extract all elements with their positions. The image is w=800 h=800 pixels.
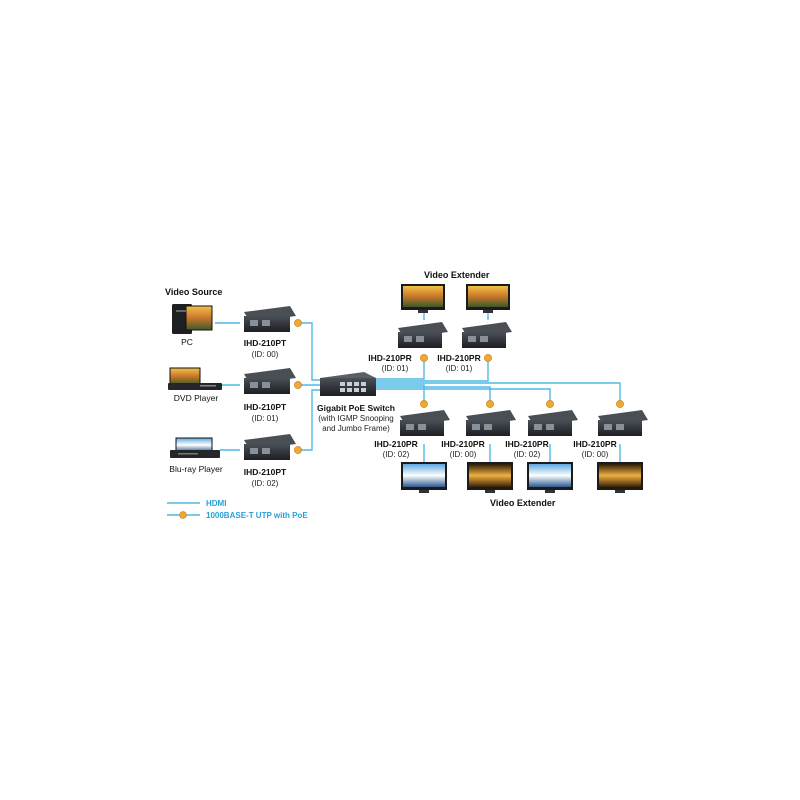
transmitter-1 xyxy=(244,306,296,332)
dvd-player-icon xyxy=(168,367,222,390)
tv-bottom-2 xyxy=(467,462,513,493)
utp-line-tx3 xyxy=(298,389,322,451)
tv-top-1 xyxy=(401,284,445,313)
source-bluray-label: Blu-ray Player xyxy=(169,464,223,474)
connection-lines xyxy=(215,312,621,462)
receiver-bottom-3-model: IHD-210PR xyxy=(505,439,548,449)
transmitter-3-id: (ID: 02) xyxy=(252,479,279,488)
tv-bottom-1 xyxy=(401,462,447,493)
pc-icon xyxy=(172,304,213,334)
bluray-player-icon xyxy=(170,437,220,458)
receiver-bottom-4-model: IHD-210PR xyxy=(573,439,616,449)
receiver-top-2-model: IHD-210PR xyxy=(437,353,480,363)
utp-line-bot3 xyxy=(372,388,551,405)
tv-bottom-4 xyxy=(597,462,643,493)
receiver-bottom-2-id: (ID: 00) xyxy=(450,450,477,459)
utp-line-top2 xyxy=(372,358,489,382)
receiver-bottom-1-id: (ID: 02) xyxy=(383,450,410,459)
transmitter-2 xyxy=(244,368,296,394)
receiver-top-1-model: IHD-210PR xyxy=(368,353,411,363)
legend-utp-node-icon xyxy=(179,511,187,519)
utp-line-bot2 xyxy=(372,386,491,405)
utp-line-bot1 xyxy=(372,384,425,405)
source-pc-label: PC xyxy=(181,337,193,347)
receiver-top-2 xyxy=(462,322,512,348)
tv-top-2 xyxy=(466,284,510,313)
receiver-bottom-2-model: IHD-210PR xyxy=(441,439,484,449)
switch-title: Gigabit PoE Switch xyxy=(317,403,395,413)
receiver-bottom-1-model: IHD-210PR xyxy=(374,439,417,449)
heading-video-source: Video Source xyxy=(165,287,222,297)
receiver-bottom-3 xyxy=(528,410,578,436)
receiver-top-2-id: (ID: 01) xyxy=(446,364,473,373)
utp-line-bot4 xyxy=(372,382,621,405)
transmitter-3-model: IHD-210PT xyxy=(244,467,287,477)
receiver-bottom-4-id: (ID: 00) xyxy=(582,450,609,459)
receiver-bottom-3-id: (ID: 02) xyxy=(514,450,541,459)
heading-video-extender-top: Video Extender xyxy=(424,270,490,280)
transmitter-2-id: (ID: 01) xyxy=(252,414,279,423)
receiver-top-1 xyxy=(398,322,448,348)
receiver-bottom-4 xyxy=(598,410,648,436)
tv-bottom-3 xyxy=(527,462,573,493)
utp-line-top1 xyxy=(372,358,425,380)
heading-video-extender-bottom: Video Extender xyxy=(490,498,556,508)
legend-utp-label: 1000BASE-T UTP with PoE xyxy=(206,511,308,520)
legend-hdmi-label: HDMI xyxy=(206,499,226,508)
source-dvd-label: DVD Player xyxy=(174,393,219,403)
utp-nodes xyxy=(294,319,624,454)
transmitter-1-model: IHD-210PT xyxy=(244,338,287,348)
transmitter-3 xyxy=(244,434,296,460)
gigabit-poe-switch xyxy=(320,372,376,396)
switch-line2: (with IGMP Snooping xyxy=(318,414,393,423)
switch-line3: and Jumbo Frame) xyxy=(322,424,390,433)
receiver-bottom-1 xyxy=(400,410,450,436)
utp-line-tx1 xyxy=(298,322,322,381)
transmitter-1-id: (ID: 00) xyxy=(252,350,279,359)
receiver-top-1-id: (ID: 01) xyxy=(382,364,409,373)
transmitter-2-model: IHD-210PT xyxy=(244,402,287,412)
legend: HDMI 1000BASE-T UTP with PoE xyxy=(167,499,308,520)
receiver-bottom-2 xyxy=(466,410,516,436)
